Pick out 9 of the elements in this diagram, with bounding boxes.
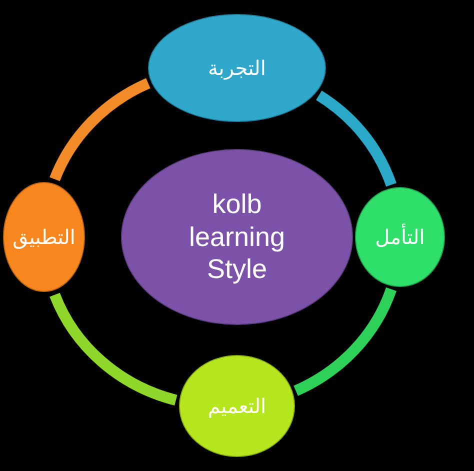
ring-arc [50, 292, 178, 406]
stage-circle: التأمل [355, 187, 445, 287]
center-ellipse: kolb learning Style [121, 149, 353, 325]
ring-arc [50, 78, 151, 182]
ring-arc [293, 287, 396, 396]
ring-arc [316, 90, 396, 187]
stage-circle: التعميم [179, 355, 295, 457]
stage-ellipse: التجربة [148, 14, 326, 122]
stage-ellipse: التطبيق [3, 182, 85, 292]
